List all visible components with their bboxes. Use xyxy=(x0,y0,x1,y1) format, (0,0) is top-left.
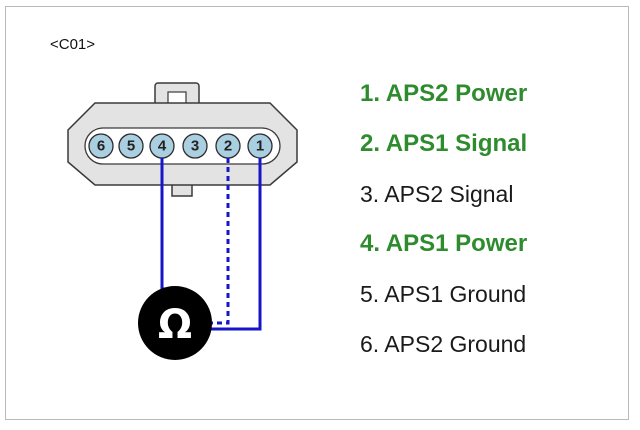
pin-5-label: 5 xyxy=(127,138,135,155)
connector-id-label: <C01> xyxy=(50,36,96,53)
pin-4-label: 4 xyxy=(158,138,167,155)
ohmmeter: Ω xyxy=(138,286,212,360)
ohm-symbol-icon: Ω xyxy=(158,302,192,348)
pin-function-3: 3. APS2 Signal xyxy=(360,181,514,207)
wire-pin-1 xyxy=(210,158,262,331)
pin-2-label: 2 xyxy=(224,138,232,155)
pin-6-label: 6 xyxy=(97,138,105,155)
pin-3-circle xyxy=(182,133,208,159)
pin-function-4: 4. APS1 Power xyxy=(360,230,528,257)
pin-function-5: 5. APS1 Ground xyxy=(360,281,527,307)
pin-function-2: 2. APS1 Signal xyxy=(360,130,528,157)
pin-1-label: 1 xyxy=(256,138,264,155)
pin-6-circle xyxy=(88,133,114,159)
pin-function-6: 6. APS2 Ground xyxy=(360,331,527,357)
ohmmeter-body xyxy=(138,286,212,360)
pin-3-label: 3 xyxy=(191,138,199,155)
pin-row: 6 5 4 3 2 1 xyxy=(88,133,273,159)
diagram-frame xyxy=(5,6,629,420)
pin-5-circle xyxy=(118,133,144,159)
pin-function-1: 1. APS2 Power xyxy=(360,80,528,107)
wire-pin-2-dashed xyxy=(212,158,230,325)
pin-function-list: 1. APS2 Power 2. APS1 Signal 3. APS2 Sig… xyxy=(360,74,527,374)
